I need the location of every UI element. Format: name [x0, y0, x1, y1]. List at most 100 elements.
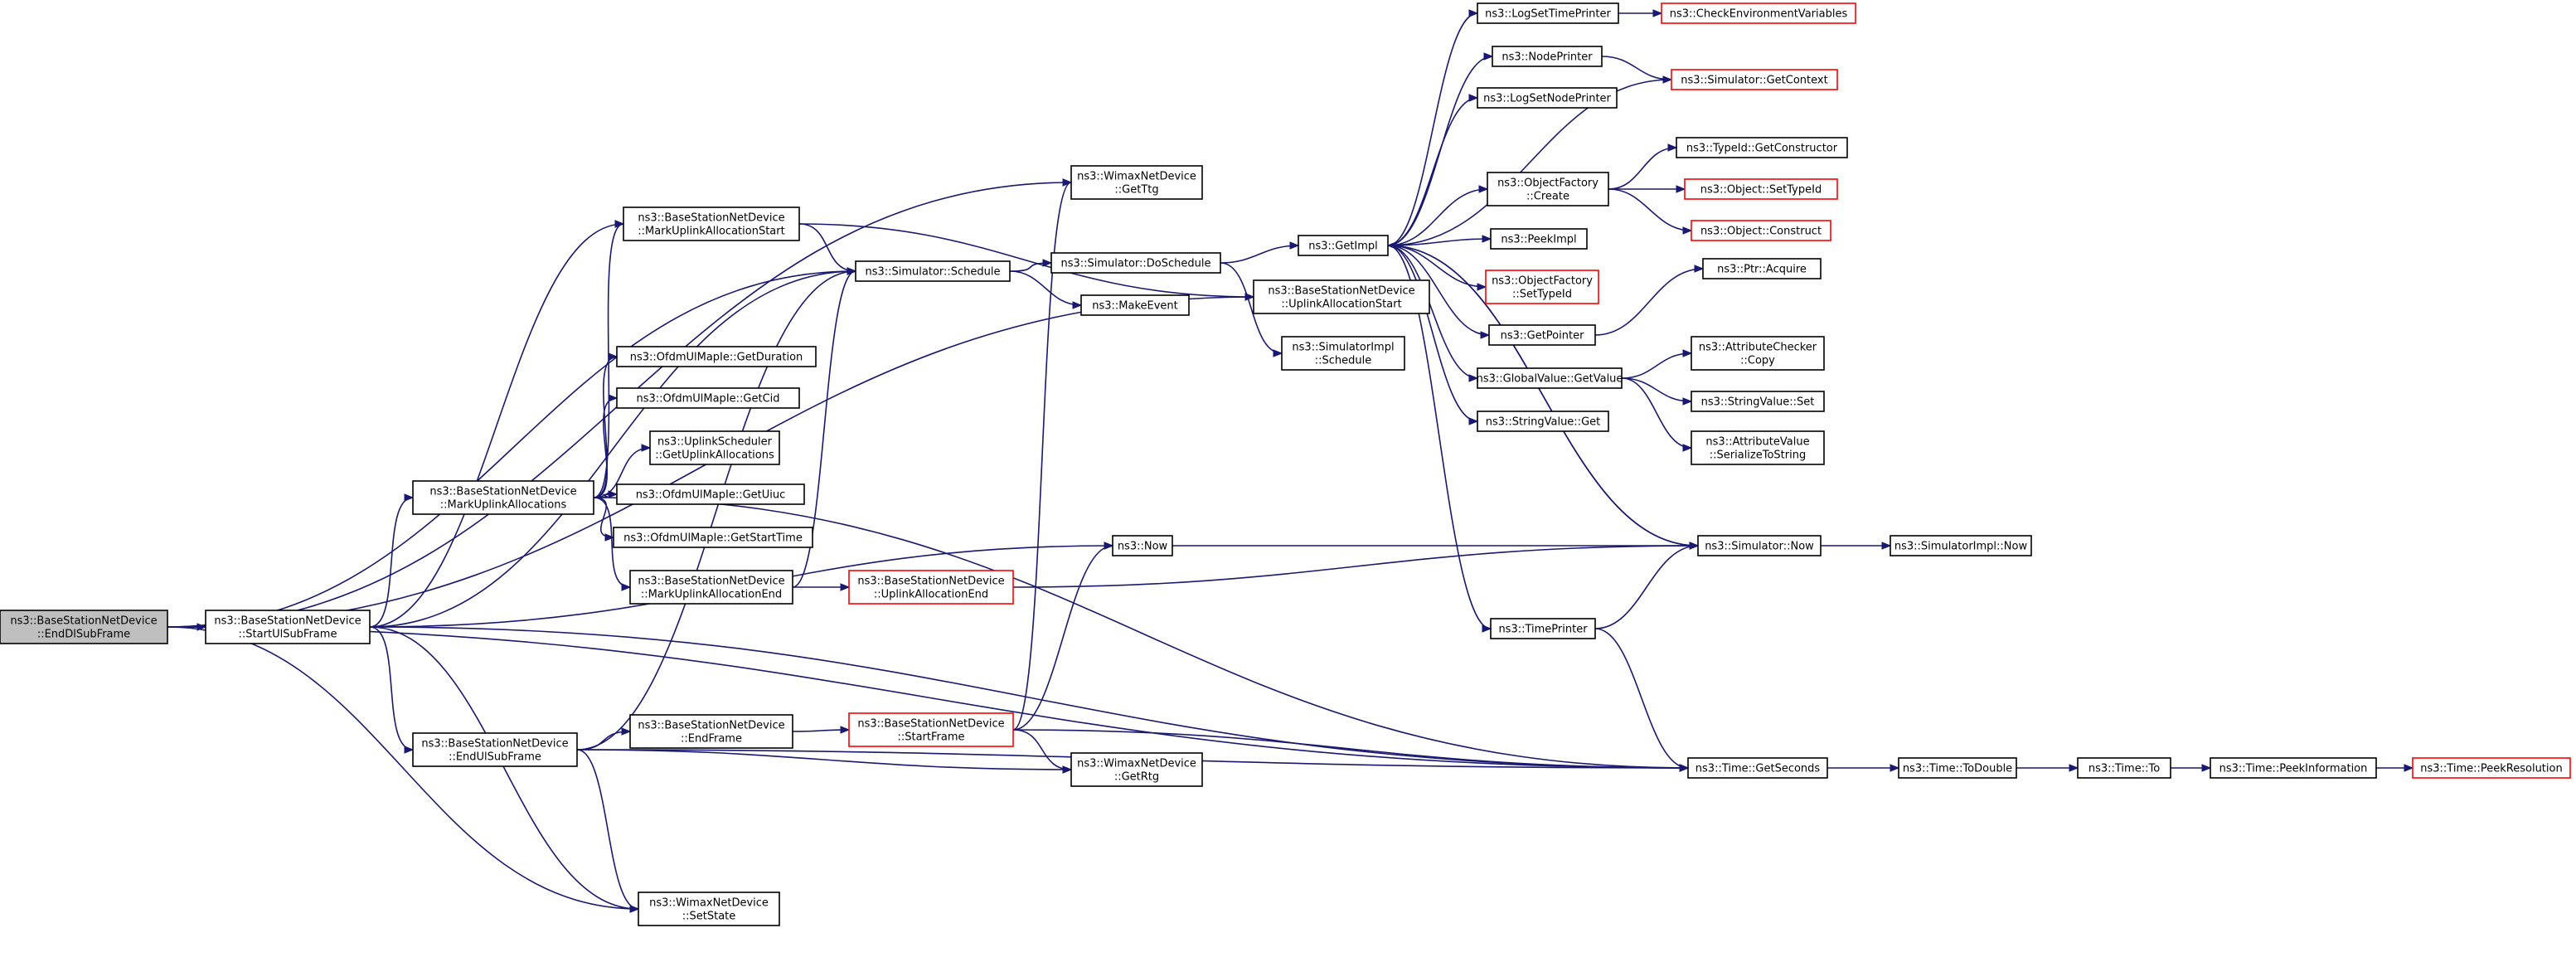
edge-n21-to-n26	[1387, 97, 1478, 246]
node-basestationnetdevice-enddlsubframe[interactable]: ns3::BaseStationNetDevice::EndDlSubFrame	[0, 610, 168, 644]
node-simulator-schedule[interactable]: ns3::Simulator::Schedule	[855, 260, 1011, 282]
node-stringvalue-set[interactable]: ns3::StringValue::Set	[1691, 391, 1825, 412]
node-basestationnetdevice-endulsubframe[interactable]: ns3::BaseStationNetDevice::EndUlSubFrame	[412, 732, 578, 767]
arrowhead	[608, 352, 619, 361]
node-label: ns3::Simulator::Now	[1705, 541, 1814, 553]
node-box	[1070, 752, 1203, 787]
node-time-peekresolution[interactable]: ns3::Time::PeekResolution	[2412, 757, 2571, 779]
edge-n4-to-n5	[576, 270, 856, 751]
node-ofdmulmapie-getuiuc[interactable]: ns3::OfdmUlMapIe::GetUiuc	[616, 483, 805, 505]
node-objectfactory-create[interactable]: ns3::ObjectFactory::Create	[1487, 172, 1609, 206]
arrowhead	[1667, 143, 1678, 152]
edge-n11-to-n5	[792, 270, 856, 588]
node-basestationnetdevice-startulsubframe[interactable]: ns3::BaseStationNetDevice::StartUlSubFra…	[205, 610, 371, 644]
node-stringvalue-get[interactable]: ns3::StringValue::Get	[1477, 411, 1609, 432]
node-box	[1671, 69, 1838, 90]
node-box	[1691, 336, 1825, 371]
node-time-peekinformation[interactable]: ns3::Time::PeekInformation	[2210, 757, 2377, 779]
node-object-construct[interactable]: ns3::Object::Construct	[1691, 220, 1831, 241]
node-logsetnodeprinter[interactable]: ns3::LogSetNodePrinter	[1477, 87, 1618, 109]
node-basestationnetdevice-endframe[interactable]: ns3::BaseStationNetDevice::EndFrame	[629, 714, 793, 749]
node-simulatorimpl-now[interactable]: ns3::SimulatorImpl::Now	[1890, 535, 2032, 556]
node-time-todouble[interactable]: ns3::Time::ToDouble	[1898, 757, 2017, 779]
node-getimpl[interactable]: ns3::GetImpl	[1298, 235, 1389, 256]
node-globalvalue-getvalue[interactable]: ns3::GlobalValue::GetValue	[1477, 367, 1623, 389]
edge-n0-to-n35	[167, 626, 1689, 769]
edges-layer	[167, 9, 2414, 913]
node-simulatorimpl-schedule[interactable]: ns3::SimulatorImpl::Schedule	[1281, 336, 1405, 371]
node-label: ::MarkUplinkAllocationStart	[638, 226, 784, 238]
node-basestationnetdevice-markuplinkallocations[interactable]: ns3::BaseStationNetDevice::MarkUplinkAll…	[412, 480, 594, 515]
node-label: ns3::OfdmUlMapIe::GetUiuc	[636, 489, 786, 502]
node-typeid-getconstructor[interactable]: ns3::TypeId::GetConstructor	[1676, 137, 1848, 158]
node-ofdmulmapie-getduration[interactable]: ns3::OfdmUlMapIe::GetDuration	[616, 346, 817, 367]
node-label: ns3::Simulator::GetContext	[1681, 75, 1827, 87]
arrowhead	[621, 727, 632, 736]
node-wimaxnetdevice-getttg[interactable]: ns3::WimaxNetDevice::GetTtg	[1070, 165, 1203, 200]
node-box	[2412, 757, 2571, 779]
node-label: ns3::Ptr::Acquire	[1717, 264, 1807, 276]
edge-n1-to-n4	[369, 626, 414, 751]
arrowhead	[629, 905, 640, 913]
node-label: ns3::Time::PeekResolution	[2420, 763, 2562, 775]
node-basestationnetdevice-uplinkallocationstart[interactable]: ns3::BaseStationNetDevice::UplinkAllocat…	[1253, 279, 1430, 314]
node-simulator-getcontext[interactable]: ns3::Simulator::GetContext	[1671, 69, 1838, 90]
node-box	[848, 712, 1014, 747]
node-wimaxnetdevice-getrtg[interactable]: ns3::WimaxNetDevice::GetRtg	[1070, 752, 1203, 787]
node-ptr-acquire[interactable]: ns3::Ptr::Acquire	[1702, 258, 1822, 279]
edge-n21-to-n24	[1387, 12, 1478, 246]
arrowhead	[2201, 764, 2212, 772]
node-getpointer[interactable]: ns3::GetPointer	[1488, 324, 1596, 346]
node-label: ns3::WimaxNetDevice	[1077, 758, 1196, 770]
node-attributevalue-serializetostring[interactable]: ns3::AttributeValue::SerializeToString	[1691, 430, 1825, 465]
node-time-getseconds[interactable]: ns3::Time::GetSeconds	[1687, 757, 1828, 779]
arrowhead	[1468, 417, 1479, 425]
node-objectfactory-settypeid[interactable]: ns3::ObjectFactory::SetTypeId	[1485, 270, 1599, 304]
node-nodeprinter[interactable]: ns3::NodePrinter	[1492, 46, 1603, 67]
node-label: ns3::LogSetNodePrinter	[1483, 93, 1611, 105]
arrowhead	[2404, 764, 2414, 772]
node-label: ns3::ObjectFactory	[1497, 177, 1598, 190]
node-makeevent[interactable]: ns3::MakeEvent	[1080, 294, 1190, 316]
node-box	[1477, 2, 1619, 24]
node-object-settypeid[interactable]: ns3::Object::SetTypeId	[1684, 178, 1838, 200]
node-ofdmulmapie-getstarttime[interactable]: ns3::OfdmUlMapIe::GetStartTime	[613, 527, 813, 548]
node-box	[1050, 252, 1221, 274]
arrowhead	[1480, 331, 1491, 339]
node-label: ::EndUlSubFrame	[449, 751, 541, 764]
node-simulator-now[interactable]: ns3::Simulator::Now	[1697, 535, 1822, 556]
node-label: ns3::GetPointer	[1501, 330, 1584, 343]
arrowhead	[1468, 94, 1479, 102]
node-time-to[interactable]: ns3::Time::To	[2077, 757, 2171, 779]
edge-n27-to-n38	[1608, 147, 1677, 190]
node-basestationnetdevice-uplinkallocationend[interactable]: ns3::BaseStationNetDevice::UplinkAllocat…	[848, 570, 1014, 605]
node-wimaxnetdevice-setstate[interactable]: ns3::WimaxNetDevice::SetState	[638, 892, 780, 926]
node-label: ::UplinkAllocationStart	[1281, 299, 1401, 311]
edge-n2-to-n22	[798, 223, 1254, 298]
arrowhead	[1694, 265, 1705, 273]
arrowhead	[404, 746, 415, 754]
node-box	[0, 610, 168, 644]
node-basestationnetdevice-markuplinkallocationend[interactable]: ns3::BaseStationNetDevice::MarkUplinkAll…	[629, 570, 793, 605]
arrowhead	[608, 490, 619, 498]
node-label: ::SerializeToString	[1710, 449, 1806, 462]
node-label: ns3::OfdmUlMapIe::GetStartTime	[623, 532, 803, 545]
node-basestationnetdevice-markuplinkallocationstart[interactable]: ns3::BaseStationNetDevice::MarkUplinkAll…	[623, 206, 800, 241]
node-attributechecker-copy[interactable]: ns3::AttributeChecker::Copy	[1691, 336, 1825, 371]
node-peekimpl[interactable]: ns3::PeekImpl	[1490, 228, 1588, 250]
node-now[interactable]: ns3::Now	[1112, 535, 1173, 556]
edge-n30-to-n41	[1594, 268, 1704, 336]
node-uplinkscheduler-getuplinkallocations[interactable]: ns3::UplinkScheduler::GetUplinkAllocatio…	[649, 430, 780, 465]
node-timeprinter[interactable]: ns3::TimePrinter	[1490, 618, 1596, 639]
node-logsettimeprinter[interactable]: ns3::LogSetTimePrinter	[1477, 2, 1619, 24]
node-box	[1684, 178, 1838, 200]
node-label: ::EndDlSubFrame	[37, 629, 130, 641]
node-basestationnetdevice-startframe[interactable]: ns3::BaseStationNetDevice::StartFrame	[848, 712, 1014, 747]
node-box	[1070, 165, 1203, 200]
node-checkenvironmentvariables[interactable]: ns3::CheckEnvironmentVariables	[1661, 2, 1856, 24]
node-simulator-doschedule[interactable]: ns3::Simulator::DoSchedule	[1050, 252, 1221, 274]
node-box	[1691, 391, 1825, 412]
node-ofdmulmapie-getcid[interactable]: ns3::OfdmUlMapIe::GetCid	[616, 387, 800, 409]
node-label: ns3::Time::PeekInformation	[2219, 763, 2368, 775]
edge-n0-to-n13	[167, 626, 639, 910]
